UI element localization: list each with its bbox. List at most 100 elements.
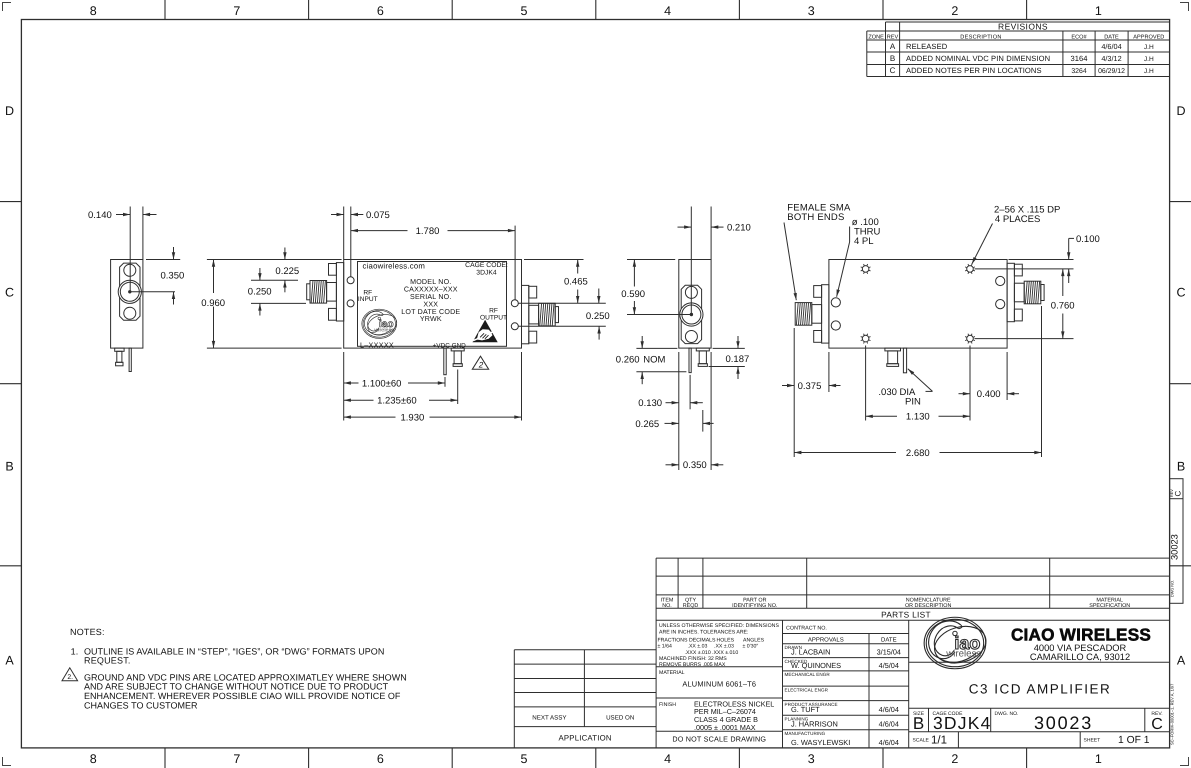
svg-text:INPUT: INPUT — [358, 296, 378, 303]
svg-text:MATERIAL: MATERIAL — [659, 670, 685, 676]
svg-text:FRACTIONS: FRACTIONS — [658, 637, 689, 643]
svg-text:W. QUINONES: W. QUINONES — [791, 661, 841, 670]
svg-text:1: 1 — [1095, 4, 1102, 18]
svg-text:0.250: 0.250 — [248, 286, 272, 297]
svg-text:ANGLES: ANGLES — [743, 637, 765, 643]
svg-text:G. WASYLEWSKI: G. WASYLEWSKI — [791, 738, 850, 747]
svg-text:A: A — [890, 42, 896, 51]
svg-text:APPROVED: APPROVED — [1133, 34, 1164, 40]
svg-text:UNLESS OTHERWISE SPECIFIED: DI: UNLESS OTHERWISE SPECIFIED: DIMENSIONS — [659, 623, 779, 629]
svg-text:wireless: wireless — [945, 648, 981, 659]
svg-text:0.760: 0.760 — [1051, 300, 1075, 311]
svg-text:B: B — [890, 54, 895, 63]
svg-text:C: C — [1176, 286, 1185, 300]
svg-text:RELEASED: RELEASED — [906, 42, 948, 51]
svg-text:SCALE: SCALE — [913, 737, 930, 743]
svg-text:3164: 3164 — [1071, 54, 1088, 63]
svg-text:CIAO WIRELESS: CIAO WIRELESS — [1011, 625, 1151, 645]
svg-text:OR DESCRIPTION: OR DESCRIPTION — [905, 603, 952, 609]
svg-text:3: 3 — [808, 4, 815, 18]
svg-text:B: B — [1177, 460, 1185, 474]
svg-text:0.350: 0.350 — [161, 271, 185, 282]
svg-text:J.H: J.H — [1144, 44, 1154, 51]
svg-text:4 PL: 4 PL — [854, 236, 874, 247]
svg-text:0.265: 0.265 — [635, 419, 659, 430]
svg-text:NOMENCLATURE: NOMENCLATURE — [906, 597, 951, 603]
svg-text:+VDC: +VDC — [433, 342, 451, 349]
svg-text:PIN: PIN — [905, 396, 921, 407]
svg-text:0.590: 0.590 — [621, 289, 645, 300]
svg-text:THRU: THRU — [854, 227, 881, 238]
svg-text:ITEM: ITEM — [661, 597, 674, 603]
svg-text:3/15/04: 3/15/04 — [877, 648, 901, 657]
svg-text:.XX ±.03: .XX ±.03 — [714, 644, 734, 650]
svg-text:PER MIL–C–26074: PER MIL–C–26074 — [694, 707, 756, 716]
svg-text:REV: REV — [887, 34, 899, 40]
svg-text:iao: iao — [954, 633, 980, 653]
svg-text:.XXX ±.010: .XXX ±.010 — [685, 650, 711, 656]
svg-text:4/6/04: 4/6/04 — [879, 738, 899, 747]
svg-text:± 0′30″: ± 0′30″ — [743, 644, 759, 650]
svg-text:C: C — [890, 66, 896, 75]
svg-text:8: 8 — [90, 752, 97, 766]
svg-text:APPROVALS: APPROVALS — [808, 637, 844, 644]
svg-text:6: 6 — [377, 4, 384, 18]
svg-text:REQD: REQD — [683, 603, 699, 609]
svg-text:4/6/04: 4/6/04 — [879, 705, 899, 714]
svg-text:7: 7 — [233, 752, 240, 766]
svg-text:1.: 1. — [71, 646, 79, 656]
svg-text:OUTLINE IS AVAILABLE IN “S: OUTLINE IS AVAILABLE IN “STEP”, “IGES”, … — [84, 646, 384, 656]
svg-text:FEMALE SMA: FEMALE SMA — [787, 203, 851, 214]
svg-text:0.130: 0.130 — [638, 398, 662, 409]
svg-text:4/6/04: 4/6/04 — [1101, 42, 1121, 51]
svg-text:7: 7 — [233, 4, 240, 18]
svg-text:2.680: 2.680 — [906, 448, 930, 459]
svg-text:NOTES:: NOTES: — [70, 627, 105, 637]
svg-text:REV.: REV. — [1151, 711, 1162, 717]
svg-text:ELECTRICAL ENGR: ELECTRICAL ENGR — [785, 687, 829, 692]
svg-text:ZONE: ZONE — [868, 34, 884, 40]
svg-text:CHANGES TO CUSTOMER: CHANGES TO CUSTOMER — [84, 701, 198, 711]
svg-text:2.: 2. — [67, 674, 73, 681]
svg-text:SPECIFICATION: SPECIFICATION — [1089, 603, 1130, 609]
svg-text:L–XXXXX: L–XXXXX — [360, 340, 394, 349]
svg-text:D: D — [1176, 104, 1185, 118]
svg-text:4: 4 — [664, 4, 671, 18]
svg-text:ciaowireless.com: ciaowireless.com — [363, 262, 426, 271]
svg-text:4/3/12: 4/3/12 — [1101, 54, 1121, 63]
svg-text:2: 2 — [951, 752, 958, 766]
svg-text:4/6/04: 4/6/04 — [879, 720, 899, 729]
svg-text:0.100: 0.100 — [1076, 234, 1100, 245]
svg-text:C: C — [1151, 716, 1163, 733]
svg-text:GND: GND — [452, 342, 467, 349]
svg-text:ALUMINUM 6061–T6: ALUMINUM 6061–T6 — [682, 680, 756, 689]
svg-text:CAMARILLO CA, 93012: CAMARILLO CA, 93012 — [1030, 652, 1130, 662]
svg-text:USED ON: USED ON — [606, 714, 634, 721]
svg-text:NO.: NO. — [662, 603, 672, 609]
svg-text:DWG NO.: DWG NO. — [1171, 580, 1175, 597]
svg-text:3264: 3264 — [1071, 68, 1086, 75]
svg-text:2–56 X .115 DP: 2–56 X .115 DP — [994, 205, 1060, 216]
svg-text:HOLES: HOLES — [717, 637, 735, 643]
svg-text:PLANNING: PLANNING — [785, 717, 809, 722]
svg-text:ELECTROLESS NICKEL: ELECTROLESS NICKEL — [694, 699, 774, 708]
svg-text:NEXT ASSY: NEXT ASSY — [532, 714, 566, 721]
svg-text:5: 5 — [521, 4, 528, 18]
svg-text:1 OF 1: 1 OF 1 — [1118, 735, 1150, 746]
svg-text:XXX: XXX — [423, 301, 438, 309]
svg-text:PARTS LIST: PARTS LIST — [881, 610, 931, 620]
svg-text:D: D — [5, 104, 14, 118]
svg-text:MECHANICAL ENGR: MECHANICAL ENGR — [785, 672, 831, 677]
svg-text:LOT DATE CODE: LOT DATE CODE — [401, 308, 460, 316]
svg-text:0.250: 0.250 — [586, 311, 610, 322]
svg-text:B: B — [5, 460, 13, 474]
svg-text:30023: 30023 — [1170, 534, 1180, 560]
svg-text:CAGE CODE: CAGE CODE — [933, 711, 964, 717]
svg-text:8: 8 — [90, 4, 97, 18]
svg-text:2: 2 — [478, 361, 484, 370]
svg-text:REQUEST.: REQUEST. — [84, 656, 131, 666]
svg-text:0.140: 0.140 — [88, 210, 112, 221]
svg-text:4/5/04: 4/5/04 — [879, 661, 899, 670]
svg-text:0.400: 0.400 — [977, 389, 1001, 400]
svg-text:DESCRIPTION: DESCRIPTION — [960, 34, 1002, 40]
